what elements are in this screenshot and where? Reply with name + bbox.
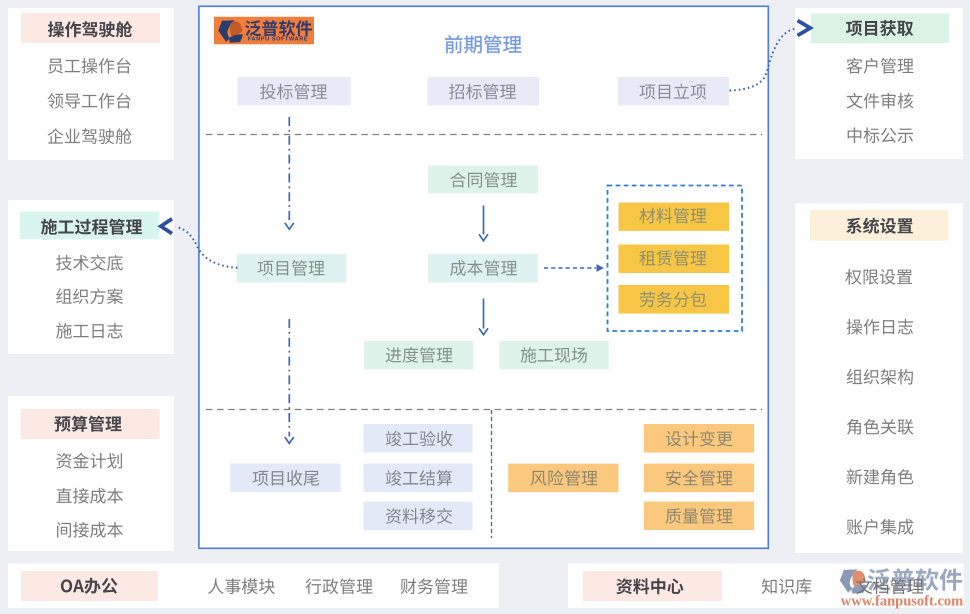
svg-text:www.fanpusoft.com: www.fanpusoft.com [841,594,963,610]
svg-text:FANPU SOFTWARE: FANPU SOFTWARE [248,37,308,43]
